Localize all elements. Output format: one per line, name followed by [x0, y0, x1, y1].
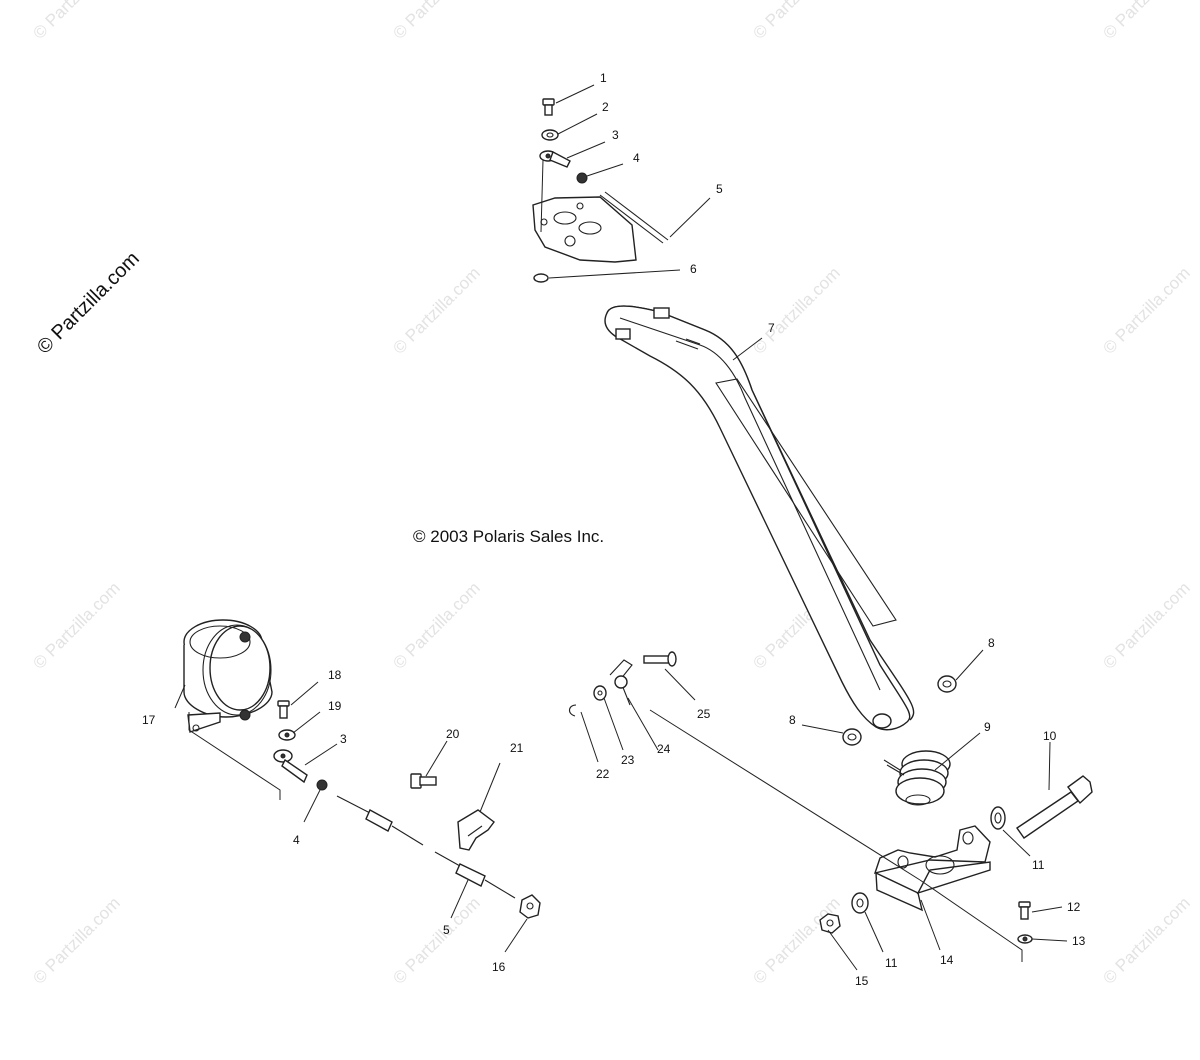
part-3-rod-end-left[interactable]	[273, 749, 308, 784]
part-24-spring-clip[interactable]	[609, 659, 633, 706]
callout-10: 10	[1043, 729, 1057, 743]
callout-5-left: 5	[443, 923, 450, 937]
leader-lines	[174, 84, 1068, 971]
callout-4: 4	[633, 151, 640, 165]
callout-21: 21	[510, 741, 524, 755]
part-20-bolt[interactable]	[410, 773, 437, 789]
watermark: © Partzilla.com	[1099, 893, 1193, 987]
watermark: © Partzilla.com	[749, 893, 843, 987]
watermark: © Partzilla.com	[29, 578, 123, 672]
part-15-nut[interactable]	[819, 913, 841, 934]
part-4-nut[interactable]	[576, 172, 588, 184]
callout-3-left: 3	[340, 732, 347, 746]
callout-25: 25	[697, 707, 711, 721]
cable-bracket-plate[interactable]	[532, 159, 637, 263]
callout-1: 1	[600, 71, 607, 85]
callout-11-right: 11	[1032, 858, 1045, 872]
callout-17: 17	[142, 713, 156, 727]
part-7-control-arm[interactable]	[604, 305, 915, 731]
callout-13: 13	[1072, 934, 1086, 948]
callout-5: 5	[716, 182, 723, 196]
copyright-text: © 2003 Polaris Sales Inc.	[413, 527, 604, 546]
callout-14: 14	[940, 953, 954, 967]
callout-3: 3	[612, 128, 619, 142]
callout-2: 2	[602, 100, 609, 114]
callout-18: 18	[328, 668, 342, 682]
callout-24: 24	[657, 742, 671, 756]
callout-16: 16	[492, 960, 506, 974]
callout-12: 12	[1067, 900, 1081, 914]
part-1-bolt[interactable]	[542, 98, 555, 116]
watermark: © Partzilla.com	[1099, 263, 1193, 357]
callout-8-upper: 8	[988, 636, 995, 650]
watermark: © Partzilla.com	[749, 263, 843, 357]
part-2-washer[interactable]	[541, 129, 559, 141]
watermark-layer: © Partzilla.com © Partzilla.com © Partzi…	[29, 0, 1193, 988]
part-4-nut-left[interactable]	[316, 779, 328, 791]
watermark: © Partzilla.com	[389, 893, 483, 987]
part-11-washer-right[interactable]	[990, 806, 1006, 830]
part-8-washer-lower[interactable]	[842, 728, 862, 746]
callout-20: 20	[446, 727, 460, 741]
assembly-leader	[919, 879, 1023, 962]
part-13-washer[interactable]	[1017, 934, 1033, 944]
part-17-handlebar-clamp[interactable]	[183, 619, 281, 800]
callout-19: 19	[328, 699, 342, 713]
callout-11-bottom: 11	[885, 956, 898, 970]
callout-labels: 1 2 3 4 5 6 7 8 8 9 10 11 11 12 13 14 15…	[142, 71, 1086, 988]
part-3-rod-end[interactable]	[539, 150, 571, 168]
part-18-bolt[interactable]	[277, 700, 290, 719]
watermark: © Partzilla.com	[389, 0, 483, 43]
callout-8-lower: 8	[789, 713, 796, 727]
part-5-cable-left[interactable]	[336, 795, 516, 899]
part-10-pivot-bolt[interactable]	[1016, 775, 1093, 839]
part-22-e-clip[interactable]	[568, 704, 577, 717]
side-watermark: © Partzilla.com	[33, 248, 144, 359]
watermark: © Partzilla.com	[1099, 0, 1193, 43]
part-21-cable-clip[interactable]	[457, 809, 495, 851]
callout-23: 23	[621, 753, 635, 767]
watermark: © Partzilla.com	[1099, 578, 1193, 672]
callout-22: 22	[596, 767, 610, 781]
callout-9: 9	[984, 720, 991, 734]
watermark: © Partzilla.com	[29, 0, 123, 43]
part-12-bolt[interactable]	[1018, 901, 1031, 920]
part-8-washer-upper[interactable]	[937, 675, 957, 693]
part-25-pin[interactable]	[643, 651, 677, 667]
watermark: © Partzilla.com	[389, 578, 483, 672]
watermark: © Partzilla.com	[29, 893, 123, 987]
part-6-nut[interactable]	[533, 273, 549, 283]
watermark: © Partzilla.com	[749, 0, 843, 43]
part-16-nut[interactable]	[519, 894, 541, 919]
part-5-cable[interactable]	[599, 191, 669, 244]
callout-15: 15	[855, 974, 869, 988]
callout-7: 7	[768, 321, 775, 335]
part-11-washer-bottom[interactable]	[851, 892, 869, 914]
part-23-washer[interactable]	[593, 685, 607, 701]
part-14-mount-bracket[interactable]	[649, 709, 991, 912]
part-19-washer[interactable]	[278, 729, 296, 741]
callout-6: 6	[690, 262, 697, 276]
callout-4-left: 4	[293, 833, 300, 847]
watermark: © Partzilla.com	[389, 263, 483, 357]
part-9-torsion-spring[interactable]	[883, 750, 951, 806]
